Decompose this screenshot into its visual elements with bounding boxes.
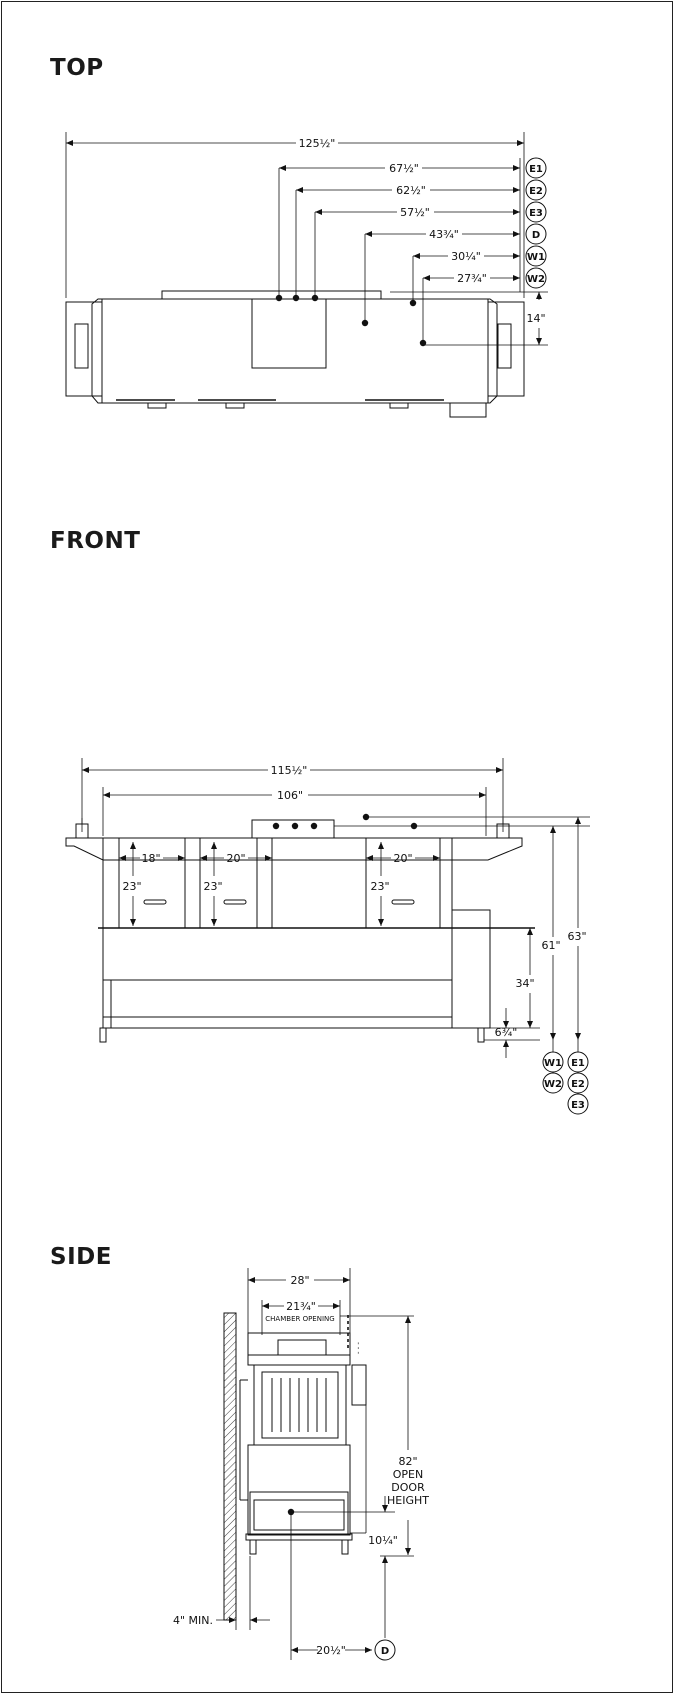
section-title-side: SIDE	[50, 1244, 112, 1270]
front-tag-e1: E1	[567, 1051, 589, 1073]
side-view: 28" 21¾" CHAMBER OPENING	[173, 1268, 429, 1661]
front-overall-dim: 115½"	[271, 764, 308, 777]
top-overall-dim: 125½"	[299, 137, 336, 150]
side-tag-d: D	[374, 1639, 396, 1661]
top-e2-dim: 62½"	[396, 184, 426, 197]
front-view: 115½" 106" 18" 20"	[65, 758, 590, 1115]
side-door-label-2: DOOR	[391, 1481, 425, 1494]
front-e-height: 63"	[567, 930, 586, 943]
svg-text:D: D	[381, 1646, 389, 1657]
svg-text:E1: E1	[529, 164, 543, 175]
top-e1-dim: 67½"	[389, 162, 419, 175]
front-rack2-width: 20"	[226, 852, 245, 865]
top-w2-dim: 27¾"	[457, 272, 487, 285]
svg-text:W2: W2	[527, 274, 545, 285]
front-floor-clear: 6¾"	[495, 1026, 518, 1039]
top-tag-w2: W2	[525, 267, 547, 289]
front-rack2-height: 23"	[203, 880, 222, 893]
front-rack3-height: 23"	[370, 880, 389, 893]
side-drain-offset: 20½"	[316, 1644, 346, 1657]
top-tag-e2: E2	[525, 179, 547, 201]
top-tag-d: D	[525, 223, 547, 245]
top-tag-e3: E3	[525, 201, 547, 223]
svg-text:D: D	[532, 230, 540, 241]
top-tag-w1: W1	[525, 245, 547, 267]
front-tag-e2: E2	[567, 1072, 589, 1094]
svg-text:E2: E2	[529, 186, 543, 197]
side-door-label-3: HEIGHT	[387, 1494, 429, 1507]
top-view: 125½" 67½" 62½" 57½" 43¾" 30¼" 27¾" E1 E…	[65, 132, 548, 418]
svg-text:E3: E3	[571, 1100, 585, 1111]
section-title-top: TOP	[50, 55, 104, 81]
top-d-dim: 43¾"	[429, 228, 459, 241]
front-rack1-height: 23"	[122, 880, 141, 893]
front-rack3-width: 20"	[393, 852, 412, 865]
side-drain-height: 10¼"	[368, 1534, 398, 1547]
top-tag-e1: E1	[525, 157, 547, 179]
svg-text:E2: E2	[571, 1079, 585, 1090]
svg-text:W2: W2	[544, 1079, 562, 1090]
svg-text:- - -: - - -	[354, 1342, 362, 1355]
svg-text:W1: W1	[527, 252, 545, 263]
front-tag-w1: W1	[542, 1051, 564, 1073]
side-width-dim: 28"	[290, 1274, 309, 1287]
svg-text:E3: E3	[529, 208, 543, 219]
front-w-height: 61"	[541, 939, 560, 952]
side-chamber-dim: 21¾"	[286, 1300, 316, 1313]
front-rack1-width: 18"	[141, 852, 160, 865]
section-title-front: FRONT	[50, 528, 141, 554]
top-e3-dim: 57½"	[400, 206, 430, 219]
svg-text:W1: W1	[544, 1058, 562, 1069]
side-wall-clear: 4" MIN.	[173, 1614, 213, 1627]
side-chamber-label: CHAMBER OPENING	[265, 1315, 334, 1323]
front-tag-w2: W2	[542, 1072, 564, 1094]
front-inner-dim: 106"	[277, 789, 303, 802]
side-door-label-1: OPEN	[393, 1468, 423, 1481]
front-table-height: 34"	[515, 977, 534, 990]
svg-text:E1: E1	[571, 1058, 585, 1069]
side-door-height: 82"	[398, 1455, 417, 1468]
top-w1-dim: 30¼"	[451, 250, 481, 263]
top-depth-dim: 14"	[526, 312, 545, 325]
front-tag-e3: E3	[567, 1093, 589, 1115]
